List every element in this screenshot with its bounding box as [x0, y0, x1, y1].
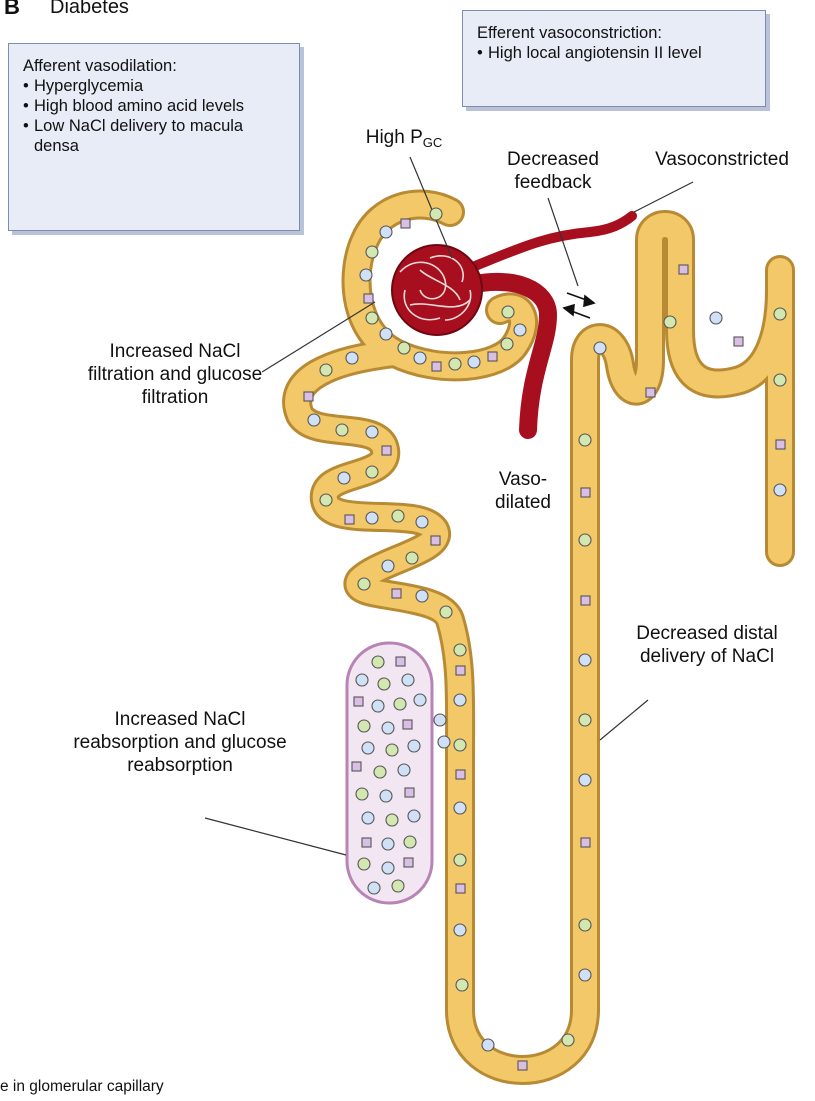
vasodilated-label: Vaso- dilated: [478, 468, 568, 514]
high-pgc-subscript: GC: [423, 135, 443, 150]
efferent-item: High local angiotensin II level: [477, 43, 751, 63]
panel-title: Diabetes: [50, 0, 129, 19]
afferent-list: Hyperglycemia High blood amino acid leve…: [23, 76, 285, 156]
efferent-vasoconstriction-box: Efferent vasoconstriction: High local an…: [462, 10, 766, 107]
feedback-arrows: [564, 293, 594, 318]
high-pgc-main: High P: [366, 127, 423, 148]
glomerulus: [392, 245, 482, 335]
afferent-item: High blood amino acid levels: [23, 96, 285, 116]
efferent-arteriole: [470, 216, 632, 268]
footer-caption: e in glomerular capillary: [0, 1078, 164, 1096]
high-pgc-label: High PGC: [344, 126, 464, 149]
panel-letter: B: [4, 0, 20, 20]
decreased-distal-delivery-label: Decreased distal delivery of NaCl: [612, 622, 802, 668]
decreased-feedback-label: Decreased feedback: [488, 148, 618, 194]
afferent-vasodilation-box: Afferent vasodilation: Hyperglycemia Hig…: [8, 43, 300, 231]
vasoconstricted-label: Vasoconstricted: [632, 148, 812, 171]
increased-reabsorption-label: Increased NaCl reabsorption and glucose …: [70, 708, 290, 777]
afferent-item: Low NaCl delivery to macula densa: [23, 116, 285, 156]
efferent-box-title: Efferent vasoconstriction:: [477, 23, 751, 43]
increased-filtration-label: Increased NaCl filtration and glucose fi…: [80, 340, 270, 409]
afferent-box-title: Afferent vasodilation:: [23, 56, 285, 76]
afferent-item: Hyperglycemia: [23, 76, 285, 96]
efferent-list: High local angiotensin II level: [477, 43, 751, 63]
